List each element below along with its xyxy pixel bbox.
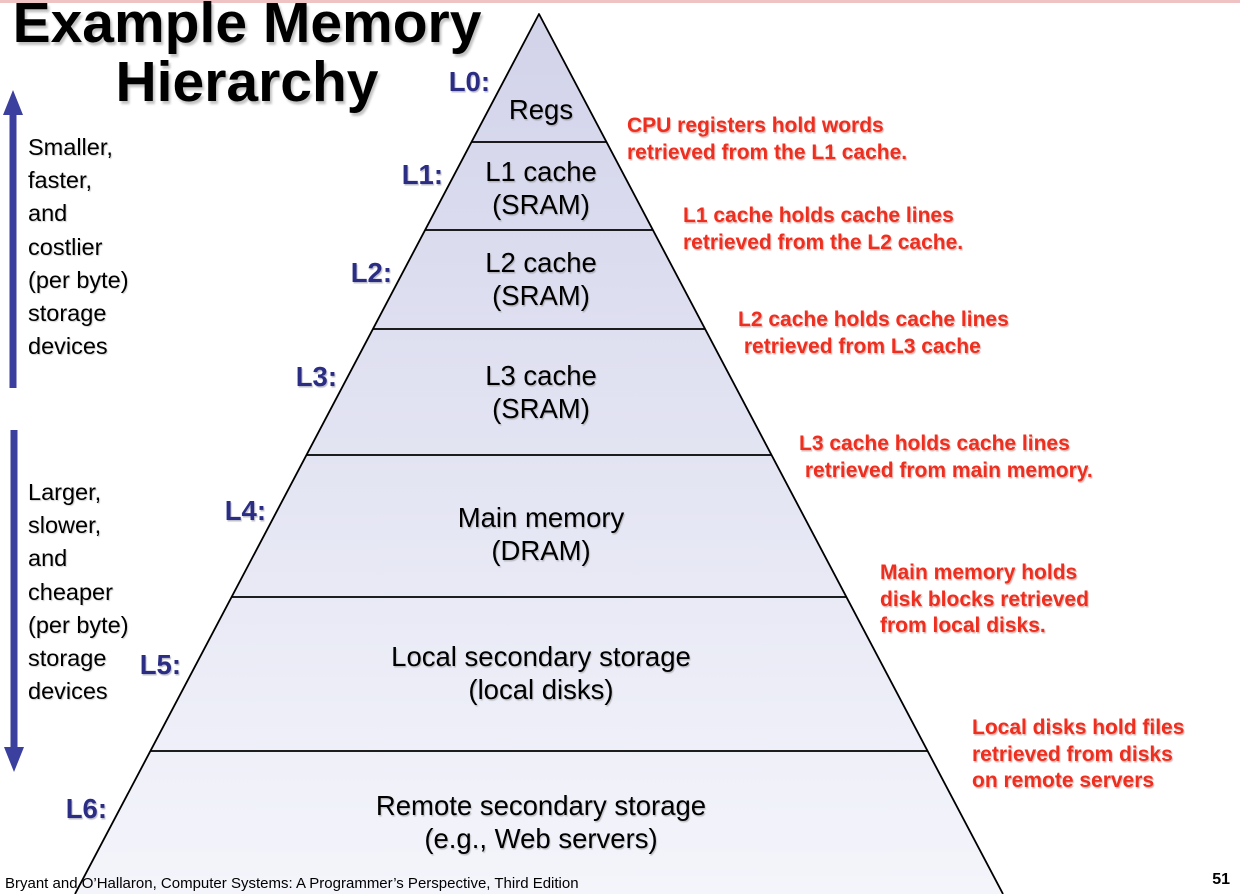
- level-label-l4: Main memory (DRAM): [457, 502, 625, 566]
- level-tag-l5: L5:: [139, 649, 181, 680]
- annotation-l3-cache: L3 cache holds cache lines retrieved fro…: [799, 432, 1093, 482]
- annotation-local-disks: Local disks hold files retrieved from di…: [972, 716, 1185, 792]
- level-tag-l0: L0:: [448, 66, 490, 97]
- level-tag-l2: L2:: [350, 257, 392, 288]
- down-arrow-icon: [4, 430, 24, 772]
- annotation-l1-cache: L1 cache holds cache lines retrieved fro…: [683, 204, 964, 254]
- larger-slower-note: Larger, slower, and cheaper (per byte) s…: [28, 479, 129, 705]
- level-label-l3: L3 cache (SRAM): [485, 360, 597, 424]
- page-number: 51: [1212, 871, 1230, 888]
- level-tag-l3: L3:: [295, 361, 337, 392]
- smaller-faster-note: Smaller, faster, and costlier (per byte)…: [28, 134, 129, 360]
- level-label-l6: Remote secondary storage (e.g., Web serv…: [375, 790, 707, 854]
- pyramid-shape: [74, 13, 1004, 894]
- level-tag-l4: L4:: [224, 495, 266, 526]
- level-label-l5: Local secondary storage (local disks): [391, 641, 691, 705]
- up-arrow-icon: [3, 90, 23, 388]
- page-title: Example Memory Hierarchy: [12, 0, 482, 114]
- level-tag-l6: L6:: [65, 793, 107, 824]
- level-label-l1: L1 cache (SRAM): [485, 156, 597, 220]
- level-label-l2: L2 cache (SRAM): [485, 247, 597, 311]
- level-tag-l1: L1:: [401, 159, 443, 190]
- level-label-l0: Regs: [508, 94, 574, 125]
- footer-citation: Bryant and O’Hallaron, Computer Systems:…: [5, 875, 579, 892]
- annotation-registers: CPU registers hold words retrieved from …: [627, 114, 908, 164]
- slide-top-border: [0, 0, 1240, 3]
- annotation-l2-cache: L2 cache holds cache lines retrieved fro…: [738, 308, 1009, 358]
- annotation-main-memory: Main memory holds disk blocks retrieved …: [880, 561, 1089, 637]
